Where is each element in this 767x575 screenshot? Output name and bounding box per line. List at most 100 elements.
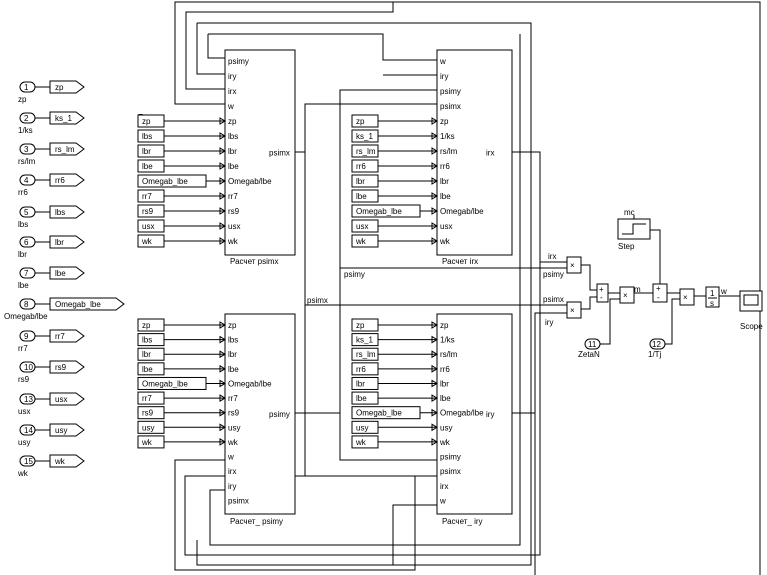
subsystem-input-port: Omegab/lbe [228,379,272,388]
subsystem-title: Расчет irx [442,257,478,266]
svg-text:×: × [623,291,628,300]
subsystem-input-port: zp [228,117,237,126]
subsystem-input-port: w [439,496,446,505]
inport-tj[interactable]: 12 1/Tj [648,338,666,359]
svg-text:+: + [599,285,604,294]
product-block-1[interactable]: × [566,256,582,274]
subsystem-input-port: wk [227,438,239,447]
subsystem-input-port: lbr [440,379,449,388]
product-block-2[interactable]: × [566,301,582,319]
subsystem-block-4[interactable]: zpzp1/ksks_1rs/lmrs_lmrr6rr6lbrlbrlbelbe… [351,313,513,526]
subsystem-input-port: zp [440,321,449,330]
from-tag: wk [141,438,153,447]
inport-number: 14 [24,426,33,435]
scope-block[interactable]: Scope [739,290,763,331]
goto-tag: usx [55,395,67,404]
inport-label: usy [18,438,30,447]
product-block-3[interactable]: × [619,286,635,304]
subsystem-input-port: psimy [440,87,461,96]
from-tag: lbs [142,132,152,141]
product-block-4[interactable]: × [679,288,695,306]
subsystem-title: Расчет_ psimy [230,517,283,526]
inport-number: 1 [24,83,29,92]
from-tag: ks_1 [356,336,373,345]
subsystem-block-2[interactable]: wirypsimypsimxzpzp1/ksks_1rs/lmrs_lmrr6r… [351,49,513,266]
subsystem-input-port: 1/ks [440,132,455,141]
subsystem-input-port: iry [440,72,448,81]
step-block[interactable]: Step [617,218,651,251]
signal-wires [174,1,761,575]
from-tag: usy [142,423,154,432]
step-icon [622,223,646,235]
from-tag: lbe [356,394,367,403]
from-tag: zp [142,321,151,330]
inport-usy[interactable]: 14 usy usy [18,423,85,447]
sum-block-1[interactable]: + - [596,283,609,303]
scope-label: Scope [740,322,763,331]
from-tag: rr7 [142,394,152,403]
from-tag: lbr [142,147,151,156]
goto-tag: rr7 [55,332,65,341]
inport-label: rr7 [18,344,28,353]
svg-text:×: × [570,306,575,315]
step-label: Step [618,242,635,251]
subsystem-input-port: rr7 [228,394,238,403]
from-tag: lbr [356,379,365,388]
subsystem-input-port: lbe [440,394,451,403]
signal-label-w: w [720,287,727,296]
from-tag: zp [142,117,151,126]
goto-tag: usy [55,426,67,435]
inport-label: lbe [18,281,29,290]
goto-tag: rr6 [55,176,65,185]
inport-label: 1/ks [18,126,33,135]
svg-text:×: × [683,293,688,302]
signal-label-psimx: psimx [307,296,328,305]
inport-number: 9 [24,332,29,341]
from-tag: wk [355,438,367,447]
inport-rr7[interactable]: 9 rr7 rr7 [18,329,85,353]
from-tag: zp [356,117,365,126]
integrator-block[interactable]: 1 s [705,286,720,308]
from-tag: usy [356,423,368,432]
subsystem-input-port: psimx [440,467,461,476]
subsystem-input-port: w [227,453,234,462]
from-tag: lbs [142,336,152,345]
subsystem-input-port: lbs [228,336,238,345]
subsystem-block-3[interactable]: zpzplbslbslbrlbrlbelbeOmegab/lbeOmegab_l… [137,313,296,526]
sum-block-2[interactable]: + - [652,283,668,303]
from-tag: lbr [142,350,151,359]
from-tag: usx [356,222,368,231]
subsystem-input-port: w [227,102,234,111]
inport-rs9[interactable]: 10 rs9 rs9 [18,360,85,384]
subsystem-block-1[interactable]: psimyiryirxwzpzplbslbslbrlbrlbelbeOmegab… [137,49,296,266]
inport-label: usx [18,407,30,416]
inport-number: 10 [24,363,33,372]
inport-number: 7 [24,269,29,278]
subsystem-input-port: psimy [228,57,249,66]
from-tag: Omegab_lbe [142,177,188,186]
from-tag: zp [356,321,365,330]
inport-label: rs9 [18,375,30,384]
inport-number: 4 [24,176,29,185]
subsystem-input-port: lbr [440,177,449,186]
signal-labels: irx psimy psimx iry psimy psimx m w mc [307,208,727,327]
goto-tag: rs9 [55,363,67,372]
inport-tj-label: 1/Tj [648,350,662,359]
inport-label: zp [18,95,27,104]
from-tag: usx [142,222,154,231]
from-tag: rr7 [142,192,152,201]
from-tag: ks_1 [356,132,373,141]
from-tag: rs9 [142,409,154,418]
inport-zetan[interactable]: 11 ZetaN [578,338,601,359]
inport-label: Omegab/lbe [4,312,48,321]
